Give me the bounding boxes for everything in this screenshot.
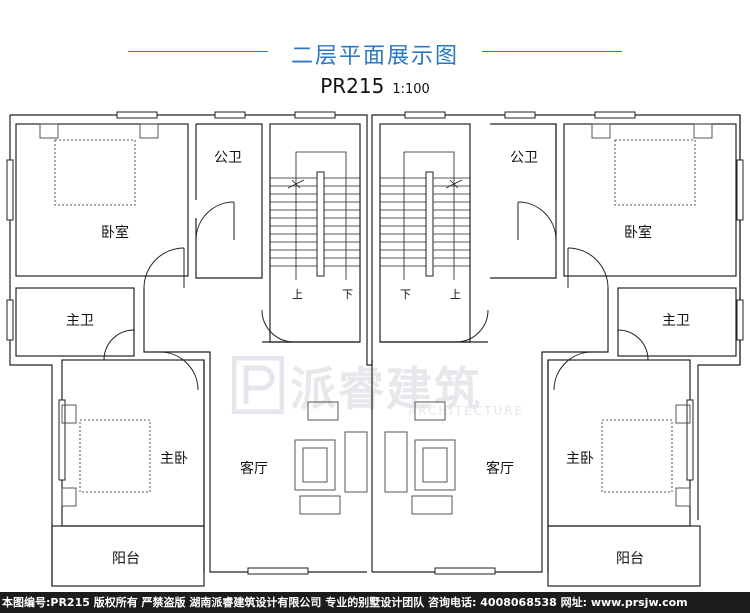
drawing-scale: 1:100 [392, 82, 430, 97]
room-label-master-bath-right: 主卫 [662, 313, 690, 329]
floor-plan [6, 111, 744, 587]
room-label-balcony-right: 阳台 [616, 551, 644, 567]
room-label-bedroom-right: 卧室 [624, 225, 652, 241]
watermark-logo-icon [232, 356, 284, 414]
drawing-code-row: PR215 1:100 [0, 74, 750, 98]
stair-label-right-down: 下 [400, 288, 411, 301]
title-rule-left [128, 51, 268, 52]
room-label-master-bedroom-right: 主卧 [566, 451, 594, 467]
room-label-master-bath-left: 主卫 [66, 313, 94, 329]
stair-label-right-up: 上 [450, 288, 461, 301]
watermark-subtext: ARCHITECTURE [408, 404, 525, 418]
page-title: 二层平面展示图 [290, 44, 459, 69]
drawing-code: PR215 [320, 74, 385, 98]
room-label-living-left: 客厅 [240, 461, 268, 477]
stair-label-left-up: 上 [292, 288, 303, 301]
header: 二层平面展示图 PR215 1:100 [0, 0, 750, 105]
room-label-public-bath-left: 公卫 [214, 150, 242, 166]
watermark-text: 派睿建筑 [290, 362, 482, 416]
stair-label-left-down: 下 [342, 288, 353, 301]
room-label-master-bedroom-left: 主卧 [160, 451, 188, 467]
title-rule-right [482, 51, 622, 52]
room-label-bedroom-left: 卧室 [101, 225, 129, 241]
room-label-living-right: 客厅 [486, 461, 514, 477]
footer-copyright: 本图编号:PR215 版权所有 严禁盗版 湖南派睿建筑设计有限公司 专业的别墅设… [0, 592, 750, 613]
room-label-public-bath-right: 公卫 [510, 150, 538, 166]
room-label-balcony-left: 阳台 [112, 551, 140, 567]
